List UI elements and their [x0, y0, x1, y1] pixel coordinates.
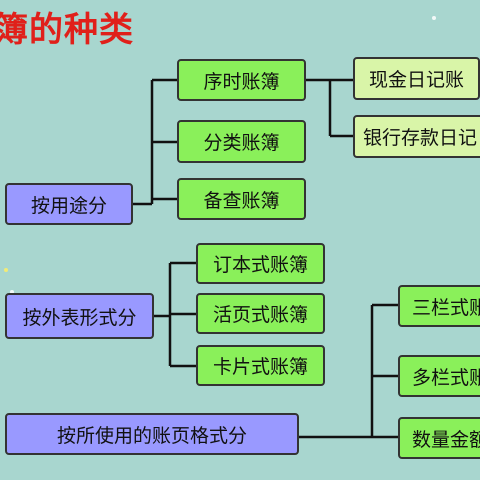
format-item-box: 数量金额 — [398, 417, 480, 459]
category-box-form: 按外表形式分 — [5, 293, 154, 339]
journal-item-box: 银行存款日记 — [353, 115, 480, 158]
usage-item-box: 分类账簿 — [177, 120, 306, 163]
category-box-format: 按所使用的账页格式分 — [5, 413, 299, 455]
usage-item-box: 备查账簿 — [177, 178, 306, 220]
sparkle-decoration — [4, 268, 8, 272]
category-label: 按用途分 — [30, 194, 107, 217]
journal-item-label: 现金日记账 — [368, 69, 464, 91]
format-item-label: 数量金额 — [412, 428, 480, 451]
category-box-usage: 按用途分 — [5, 183, 133, 225]
page-title: 簿的种类 — [0, 10, 134, 50]
format-item-box: 多栏式账 — [398, 355, 480, 397]
journal-item-label: 银行存款日记 — [363, 127, 478, 149]
form-item-box: 订本式账簿 — [196, 243, 325, 284]
journal-item-box: 现金日记账 — [353, 57, 480, 100]
form-item-label: 活页式账簿 — [212, 304, 308, 326]
usage-item-label: 备查账簿 — [203, 189, 280, 212]
format-item-label: 多栏式账 — [412, 366, 480, 389]
form-item-label: 卡片式账簿 — [212, 356, 308, 378]
sparkle-decoration — [432, 16, 436, 20]
usage-item-label: 序时账簿 — [203, 70, 280, 93]
sparkle-decoration — [10, 290, 14, 294]
category-label: 按外表形式分 — [22, 306, 137, 329]
form-item-box: 卡片式账簿 — [196, 345, 325, 386]
format-item-label: 三栏式账 — [412, 296, 480, 319]
form-item-box: 活页式账簿 — [196, 293, 325, 334]
category-label: 按所使用的账页格式分 — [56, 424, 247, 447]
usage-item-box: 序时账簿 — [177, 59, 306, 101]
usage-item-label: 分类账簿 — [203, 132, 280, 154]
form-item-label: 订本式账簿 — [212, 254, 308, 276]
format-item-box: 三栏式账 — [398, 285, 480, 327]
